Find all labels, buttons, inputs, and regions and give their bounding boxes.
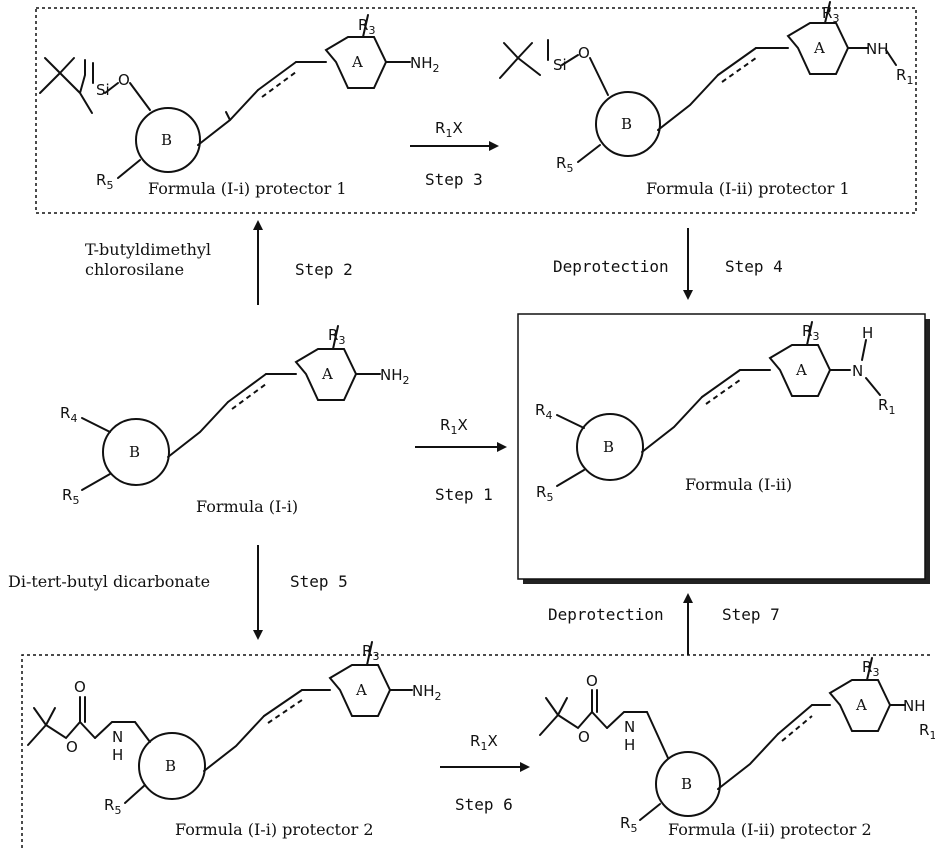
r3-label-5: R3: [862, 658, 879, 679]
nh-label-5: NH: [903, 697, 926, 715]
compound-title-i-i: Formula (I-i): [196, 497, 298, 516]
compound-i-ii-protector1: [499, 1, 897, 163]
r3-label: R3: [358, 16, 375, 37]
step7-label: Step 7: [722, 605, 780, 624]
compound-title-i-i-p2: Formula (I-i) protector 2: [175, 820, 374, 839]
nh2-label-3: NH2: [380, 366, 410, 387]
r5-label-product: R5: [536, 483, 553, 504]
deprotection-top: Deprotection: [553, 257, 669, 276]
ring-a-label-3: A: [321, 365, 333, 383]
nh2-label: NH2: [410, 54, 440, 75]
ring-b-label-5: B: [681, 775, 692, 793]
ring-a-label: A: [351, 53, 363, 71]
ring-b-label-2: B: [621, 115, 632, 133]
ring-b-label: B: [161, 131, 172, 149]
r1-label-5: R1: [919, 721, 935, 742]
compound-i-i-protector2: [27, 641, 413, 804]
step1-label: Step 1: [435, 485, 493, 504]
nh-label-2: NH: [866, 40, 889, 58]
protector2-box: [21, 654, 932, 848]
r3-label-2: R3: [822, 4, 839, 25]
r5-label-4: R5: [104, 796, 121, 817]
r5-label-5: R5: [620, 814, 637, 835]
compound-i-i: [81, 325, 381, 491]
tbs-reagent-line2: chlorosilane: [85, 260, 184, 279]
r3-label-4: R3: [362, 642, 379, 663]
si-atom: Si: [96, 81, 110, 99]
ring-a-label-product: A: [795, 361, 807, 379]
r1x-step1: R1X: [440, 416, 468, 437]
compound-i-i-protector1: [39, 14, 411, 179]
nh2-label-4: NH2: [412, 682, 442, 703]
step6-label: Step 6: [455, 795, 513, 814]
r5-label-3: R5: [62, 486, 79, 507]
o-ester: O: [66, 738, 78, 756]
compound-title-i-i-p1: Formula (I-i) protector 1: [148, 179, 347, 198]
n-carbamate-2: N: [624, 718, 635, 736]
si-atom-2: Si: [553, 56, 567, 74]
o-carbonyl-2: O: [586, 672, 598, 690]
ring-a-label-2: A: [813, 39, 825, 57]
compound-title-i-ii-p2: Formula (I-ii) protector 2: [668, 820, 872, 839]
product-box: [517, 313, 926, 580]
n-label-product: N: [852, 362, 863, 380]
n-carbamate: N: [112, 728, 123, 746]
step5-label: Step 5: [290, 572, 348, 591]
ring-a-label-5: A: [855, 696, 867, 714]
ring-b-label-4: B: [165, 757, 176, 775]
ring-a-label-4: A: [355, 681, 367, 699]
o-carbonyl: O: [74, 678, 86, 696]
boc-reagent: Di-tert-butyl dicarbonate: [8, 572, 210, 591]
r4-label: R4: [60, 404, 77, 425]
ring-b-label-product: B: [603, 438, 614, 456]
h-carbamate: H: [112, 746, 123, 764]
protector1-box: [35, 7, 917, 214]
r1x-step3: R1X: [435, 119, 463, 140]
r1-label-product: R1: [878, 396, 895, 417]
r4-label-product: R4: [535, 401, 552, 422]
r3-label-3: R3: [328, 326, 345, 347]
o-atom-2: O: [578, 44, 590, 62]
compound-i-ii-protector2: [539, 657, 906, 821]
compound-title-i-ii-p1: Formula (I-ii) protector 1: [646, 179, 850, 198]
deprotection-bottom: Deprotection: [548, 605, 664, 624]
ring-b-label-3: B: [129, 443, 140, 461]
h-label-product: H: [862, 324, 873, 342]
step2-label: Step 2: [295, 260, 353, 279]
o-atom: O: [118, 71, 130, 89]
compound-title-i-ii: Formula (I-ii): [685, 475, 792, 494]
r5-label: R5: [96, 171, 113, 192]
r1-label-2: R1: [896, 66, 913, 87]
step3-label: Step 3: [425, 170, 483, 189]
h-carbamate-2: H: [624, 736, 635, 754]
tbs-reagent-line1: T-butyldimethyl: [85, 240, 211, 259]
step4-label: Step 4: [725, 257, 783, 276]
r3-label-product: R3: [802, 322, 819, 343]
o-ester-2: O: [578, 728, 590, 746]
compound-i-ii-product: [556, 321, 881, 487]
r5-label-2: R5: [556, 154, 573, 175]
r1x-step6: R1X: [470, 732, 498, 753]
